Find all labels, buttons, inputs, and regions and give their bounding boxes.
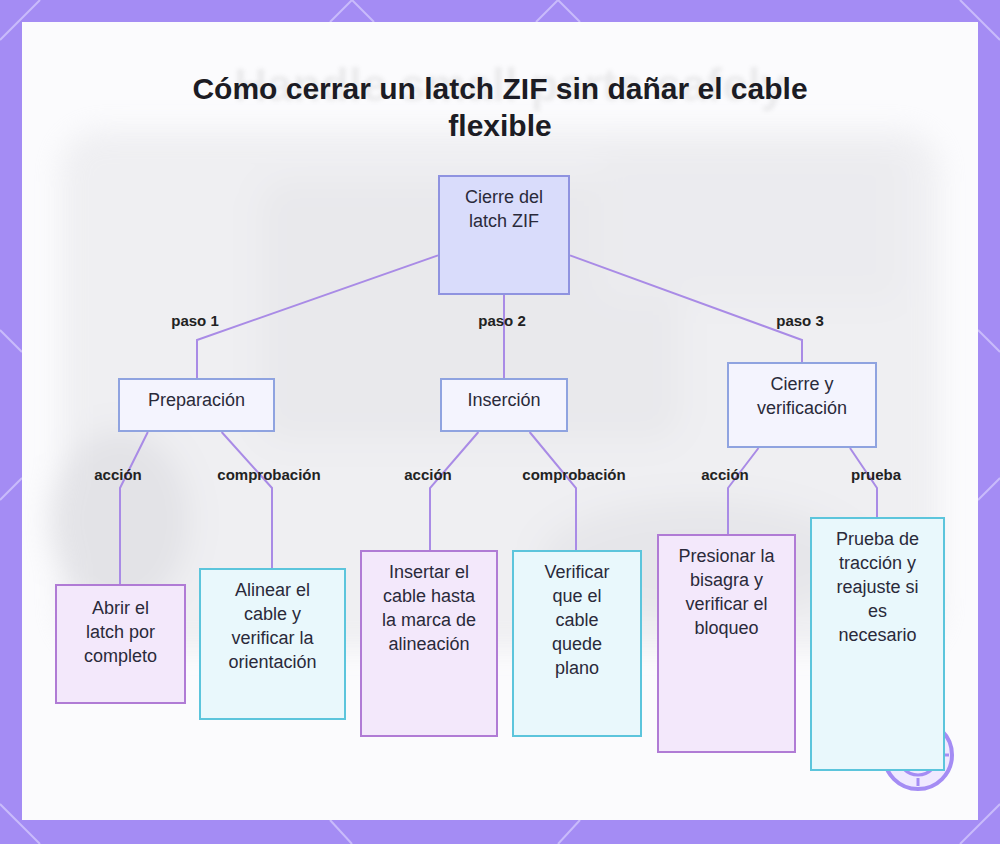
tree-connector (503, 295, 505, 378)
connector-label: acción (701, 466, 749, 483)
node-text: Preparación (148, 388, 245, 412)
connector-label: paso 2 (478, 312, 526, 329)
check-box: Alinear el cable y verificar la orientac… (199, 568, 346, 720)
root-box: Cierre del latch ZIF (438, 175, 570, 295)
node-text: Verificar que el cable quede plano (538, 560, 616, 680)
tree-connector (197, 255, 438, 378)
check-box: Verificar que el cable quede plano (512, 550, 642, 737)
tree-connector (570, 255, 802, 362)
node-text: Alinear el cable y verificar la orientac… (215, 578, 330, 674)
node-text: Presionar la bisagra y verificar el bloq… (673, 544, 780, 640)
node-text: Abrir el latch por completo (71, 596, 170, 668)
connector-label: paso 1 (171, 312, 219, 329)
node-text: Insertar el cable hasta la marca de alin… (376, 560, 482, 656)
check-box: Prueba de tracción y reajuste si es nece… (810, 517, 945, 771)
node-text: Cierre del latch ZIF (450, 185, 558, 233)
connector-label: comprobación (522, 466, 625, 483)
connector-label: prueba (851, 466, 901, 483)
content-panel (22, 22, 978, 820)
connector-label: comprobación (217, 466, 320, 483)
action-box: Abrir el latch por completo (55, 584, 186, 704)
tree-connector (120, 432, 148, 584)
tree-connector (430, 432, 478, 550)
tree-connector (530, 432, 576, 550)
tree-connector (728, 448, 759, 534)
connector-label: acción (404, 466, 452, 483)
diagram-title: Cómo cerrar un latch ZIF sin dañar el ca… (190, 70, 810, 144)
action-box: Presionar la bisagra y verificar el bloq… (657, 534, 796, 753)
connector-label: paso 3 (776, 312, 824, 329)
step-box: Cierre y verificación (727, 362, 877, 448)
step-box: Preparación (118, 378, 275, 432)
tree-connector (222, 432, 272, 568)
node-text: Prueba de tracción y reajuste si es nece… (828, 527, 927, 647)
node-text: Cierre y verificación (743, 372, 861, 420)
action-box: Insertar el cable hasta la marca de alin… (360, 550, 498, 737)
step-box: Inserción (440, 378, 568, 432)
connector-label: acción (94, 466, 142, 483)
node-text: Inserción (467, 388, 540, 412)
tree-connector (850, 448, 877, 517)
